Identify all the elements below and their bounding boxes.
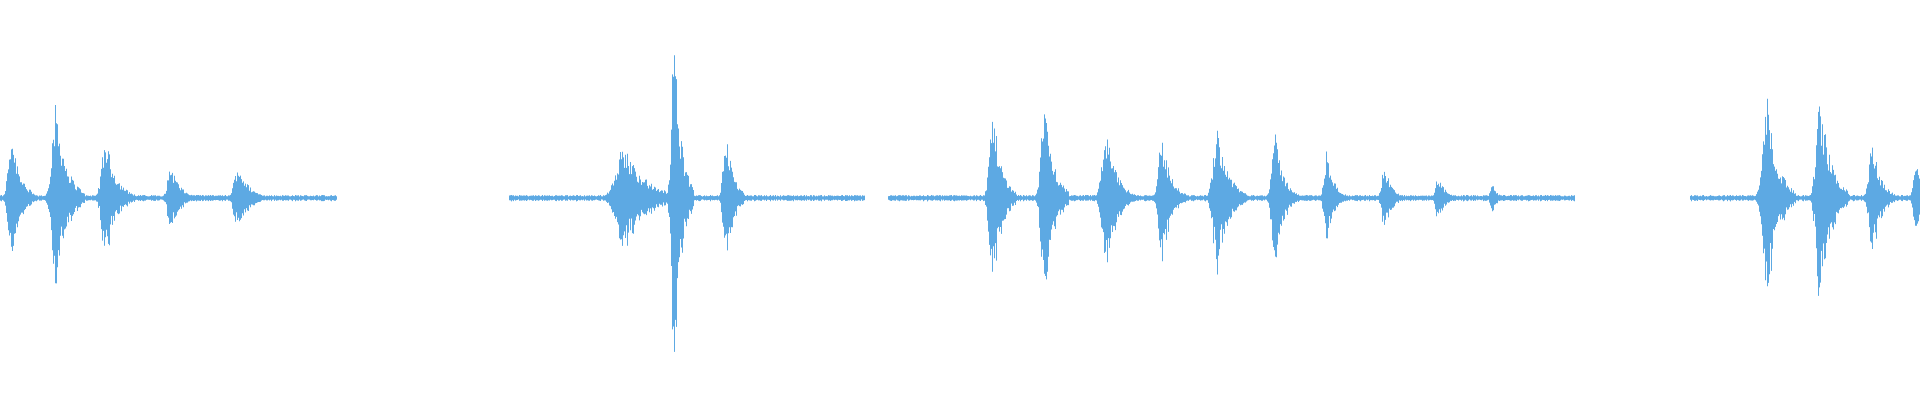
waveform-samples [0, 55, 1920, 352]
